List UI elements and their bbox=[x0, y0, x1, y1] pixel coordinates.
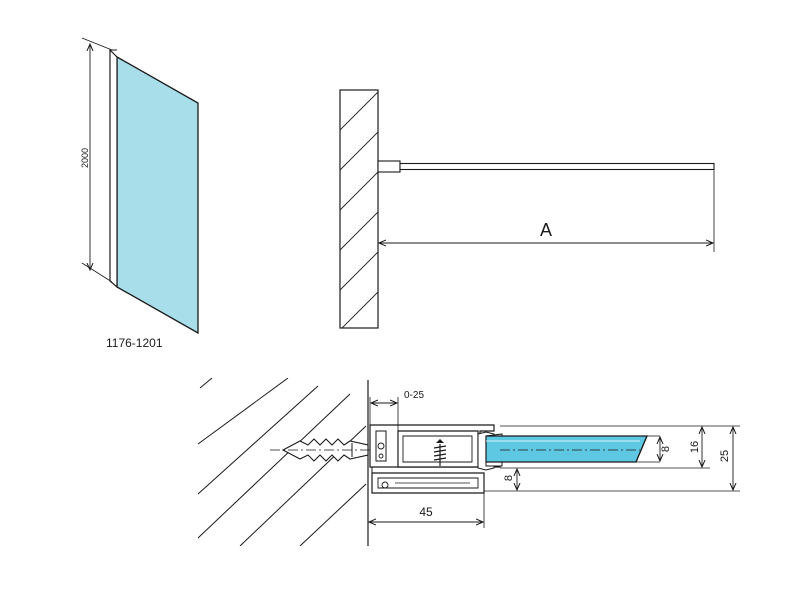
base-height-label: 8 bbox=[503, 475, 515, 481]
plan-view: A bbox=[339, 89, 715, 329]
glass-panel bbox=[117, 57, 198, 333]
width-label: 1176-1201 bbox=[106, 336, 163, 350]
height-label: 2000 bbox=[80, 148, 90, 168]
inner-height-label: 16 bbox=[689, 441, 701, 453]
plan-glass bbox=[399, 162, 715, 171]
glass-thickness-label: 8 bbox=[660, 446, 672, 452]
wall bbox=[339, 89, 379, 329]
detail-wall-hatching bbox=[197, 378, 367, 546]
fixing-screw bbox=[433, 439, 447, 466]
wall-profile-section bbox=[369, 424, 503, 471]
wall-profile bbox=[109, 48, 118, 289]
span-label: A bbox=[540, 220, 552, 240]
profile-width-label: 45 bbox=[419, 505, 433, 519]
adjust-label: 0-25 bbox=[404, 390, 424, 401]
glass-section bbox=[485, 435, 660, 463]
elevation-view: 2000 1176-1201 bbox=[80, 37, 199, 350]
profile-detail: 8 16 25 8 0-25 45 bbox=[197, 378, 740, 546]
total-height-label: 25 bbox=[719, 450, 731, 462]
bottom-track bbox=[371, 467, 485, 494]
wall-hatching bbox=[340, 91, 378, 328]
plan-profile bbox=[377, 160, 401, 173]
